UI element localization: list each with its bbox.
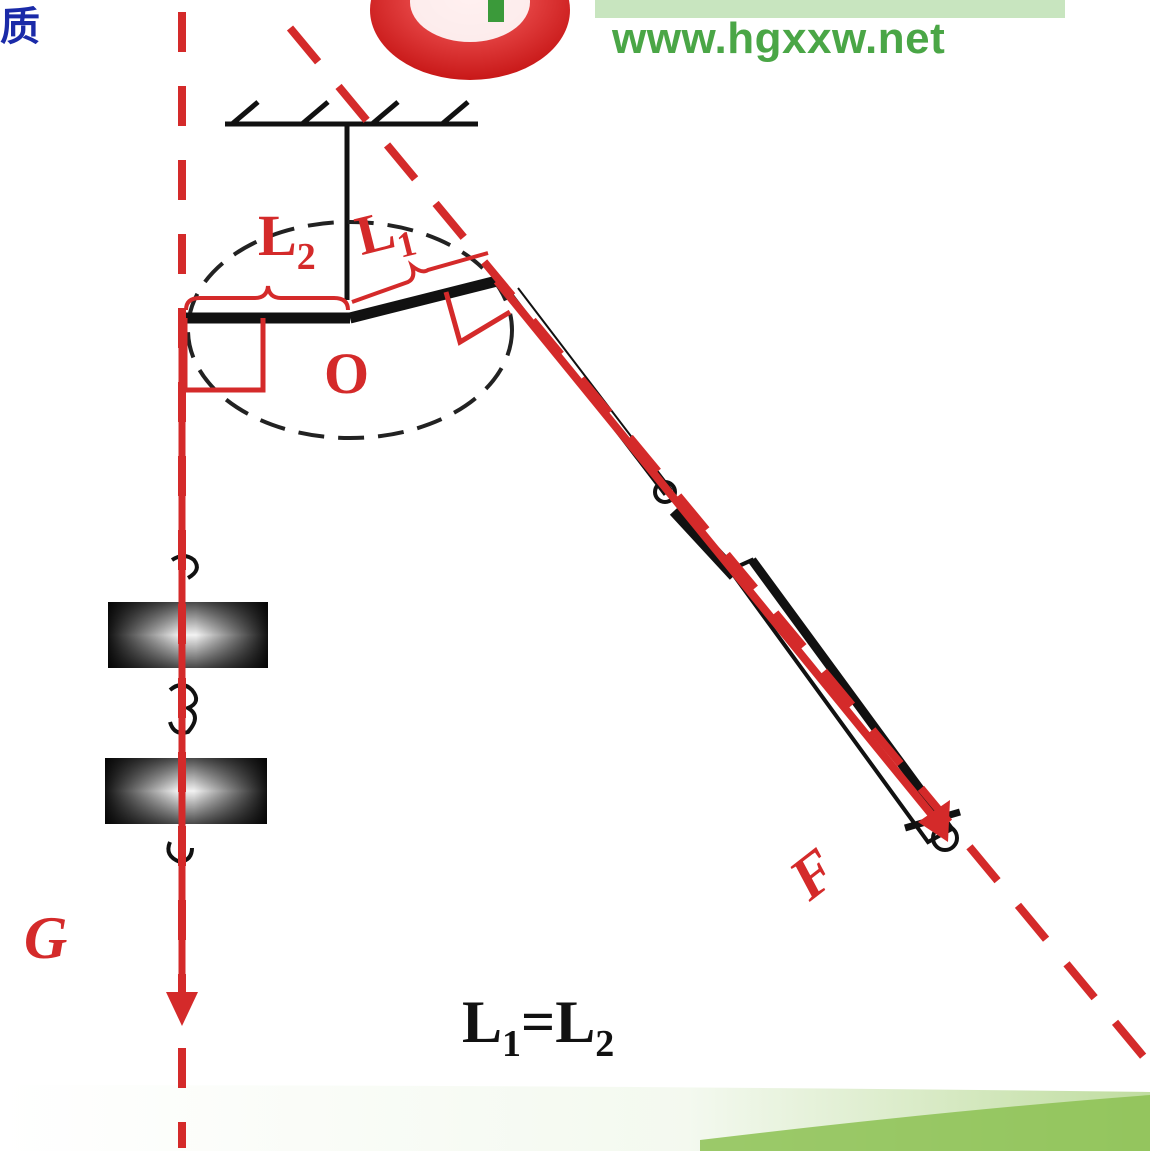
arm-label-l1: L1	[350, 194, 420, 274]
footer-accent	[700, 1095, 1150, 1151]
arm-brace-l1	[351, 251, 489, 304]
right-angle-marker-right	[443, 291, 512, 346]
pivot-label: O	[324, 341, 369, 406]
logo-emblem-icon	[370, 0, 1065, 80]
weight-arrowhead	[166, 992, 198, 1026]
logo-url-text: www.hgxxw.net	[612, 14, 946, 63]
ceiling-support	[225, 100, 478, 300]
right-angle-marker-left	[182, 318, 266, 393]
pull-line-of-action	[286, 25, 1150, 1065]
rotation-circle	[186, 220, 514, 440]
lever-bar	[185, 275, 499, 324]
site-logo: www.hgxxw.net	[370, 0, 1090, 100]
arm-label-l2: L2	[258, 203, 316, 278]
arm-brace-l2	[184, 285, 350, 311]
corner-character: 质	[0, 3, 40, 50]
pull-force-arrow	[493, 278, 940, 823]
pull-force-label: F	[776, 836, 849, 913]
pull-arrowhead	[918, 800, 950, 842]
equation-text: L1=L2	[462, 989, 614, 1065]
hanging-weights	[105, 554, 268, 865]
weight-force-label: G	[24, 905, 67, 971]
